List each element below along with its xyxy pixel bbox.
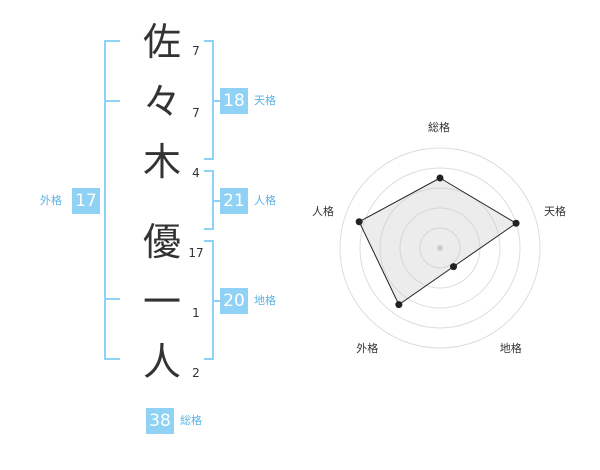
name-char-2: 々 [142,80,181,124]
name-char-6: 人 [142,340,181,384]
stroke-count-6: 2 [192,366,200,380]
radar-point [450,263,458,271]
stroke-count-2: 7 [192,106,200,120]
name-char-5: 一 [142,280,181,324]
radar-grid-ring [379,187,501,309]
radar-point [436,174,444,182]
tenkaku-label: 天格 [254,94,276,107]
stroke-count-4: 17 [188,246,204,260]
radar-axis-label: 地格 [499,341,522,355]
radar-series-polygon [358,177,518,306]
radar-point [512,219,520,227]
name-char-3: 木 [142,140,181,184]
soukaku-value: 38 [146,408,174,434]
radar-axis-label: 天格 [544,205,567,219]
radar-axis-label: 総格 [428,121,450,134]
radar-grid-ring [419,227,461,269]
name-char-4: 優 [142,220,181,264]
radar-axis-label: 外格 [356,341,379,355]
radar-center-dot [437,245,443,251]
stroke-count-5: 1 [192,306,200,320]
soukaku-label: 総格 [180,414,202,427]
jinkaku-label: 人格 [254,194,276,207]
stroke-count-1: 7 [192,44,200,58]
tenkaku-value: 18 [220,88,248,114]
radar-axis-label: 人格 [311,205,334,219]
gaikaku-label: 外格 [40,194,62,207]
radar-point [395,301,403,309]
jinkaku-value: 21 [220,188,248,214]
stroke-count-3: 4 [192,166,200,180]
chikaku-value: 20 [220,288,248,314]
name-char-1: 佐 [142,20,181,64]
radar-grid-ring [359,167,521,329]
chikaku-label: 地格 [254,294,276,307]
radar-point [355,218,363,226]
gaikaku-value: 17 [72,188,100,214]
